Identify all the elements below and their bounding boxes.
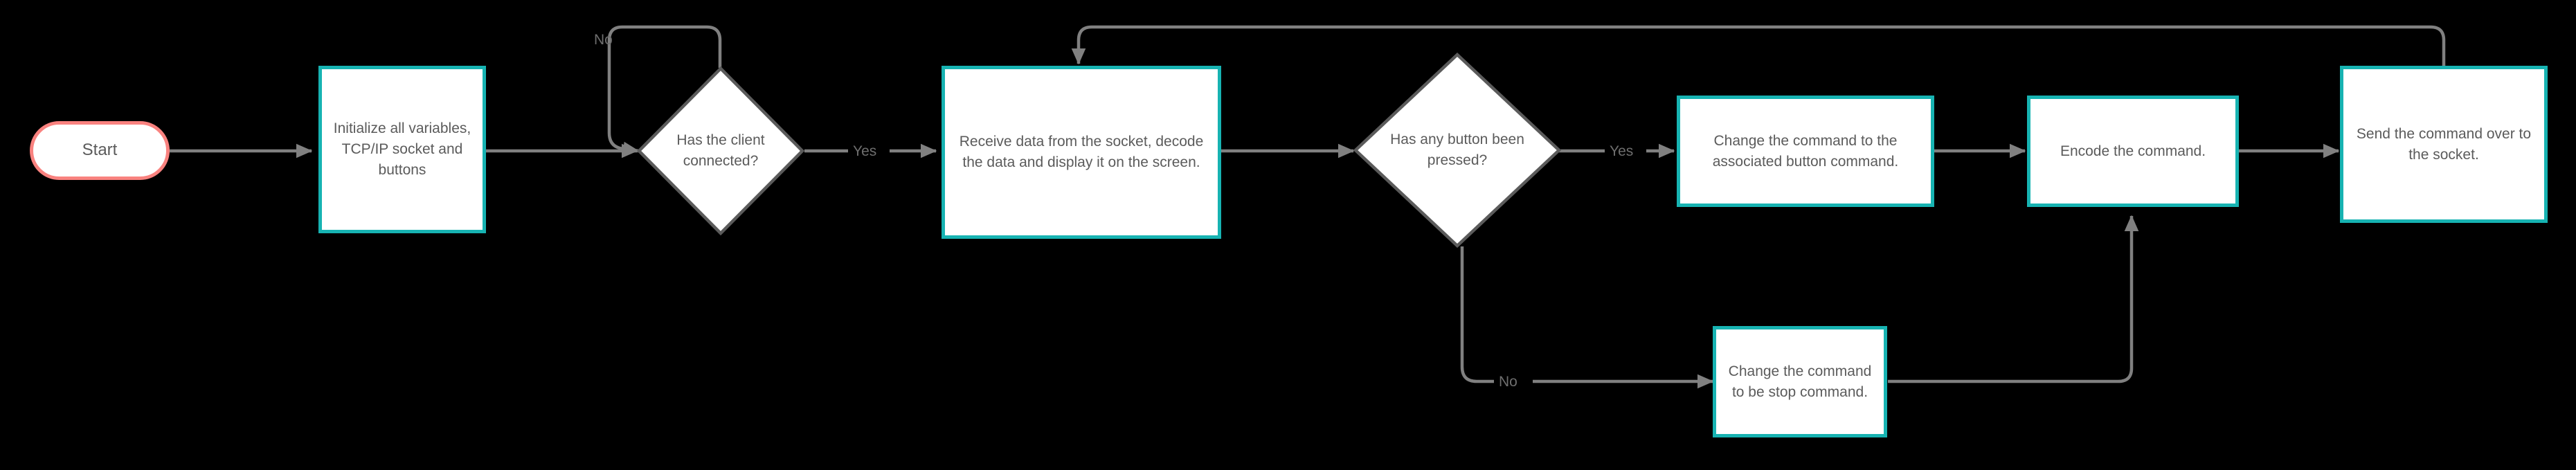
edge-label-client-check-no: No [594, 32, 613, 48]
node-initialize-label: Initialize all variables, TCP/IP socket … [333, 120, 471, 178]
edge-send-feedback-to-receive [1071, 25, 2446, 68]
node-button-check-label: Has any button been pressed? [1390, 132, 1524, 168]
node-client-check[interactable]: Has the client connected? [637, 66, 804, 235]
node-receive-label: Receive data from the socket, decode the… [959, 134, 1204, 170]
node-receive[interactable]: Receive data from the socket, decode the… [942, 66, 1221, 239]
node-start-label: Start [82, 141, 118, 160]
node-client-check-label: Has the client connected? [676, 132, 765, 169]
edge-button-check-no-a [1460, 246, 1494, 383]
node-encode-label: Encode the command. [2060, 143, 2206, 159]
node-stop-command-label: Change the command to be stop command. [1728, 363, 1872, 400]
edge-label-button-check-yes: Yes [1610, 143, 1634, 159]
node-encode[interactable]: Encode the command. [2027, 96, 2239, 207]
edge-label-client-check-yes: Yes [853, 143, 877, 159]
node-send[interactable]: Send the command over to the socket. [2340, 66, 2548, 223]
node-change-button-command[interactable]: Change the command to the associated but… [1677, 96, 1934, 207]
edge-stop-to-encode [1888, 215, 2139, 383]
node-initialize[interactable]: Initialize all variables, TCP/IP socket … [318, 66, 486, 233]
diamond-shape-client-check [637, 66, 804, 235]
diamond-shape-button-check [1353, 53, 1561, 248]
node-button-check[interactable]: Has any button been pressed? [1353, 53, 1561, 248]
node-change-button-command-label: Change the command to the associated but… [1712, 132, 1899, 170]
node-stop-command[interactable]: Change the command to be stop command. [1713, 326, 1887, 437]
edge-label-button-check-no: No [1499, 374, 1517, 390]
node-send-label: Send the command over to the socket. [2356, 125, 2532, 163]
node-start[interactable]: Start [30, 121, 170, 180]
